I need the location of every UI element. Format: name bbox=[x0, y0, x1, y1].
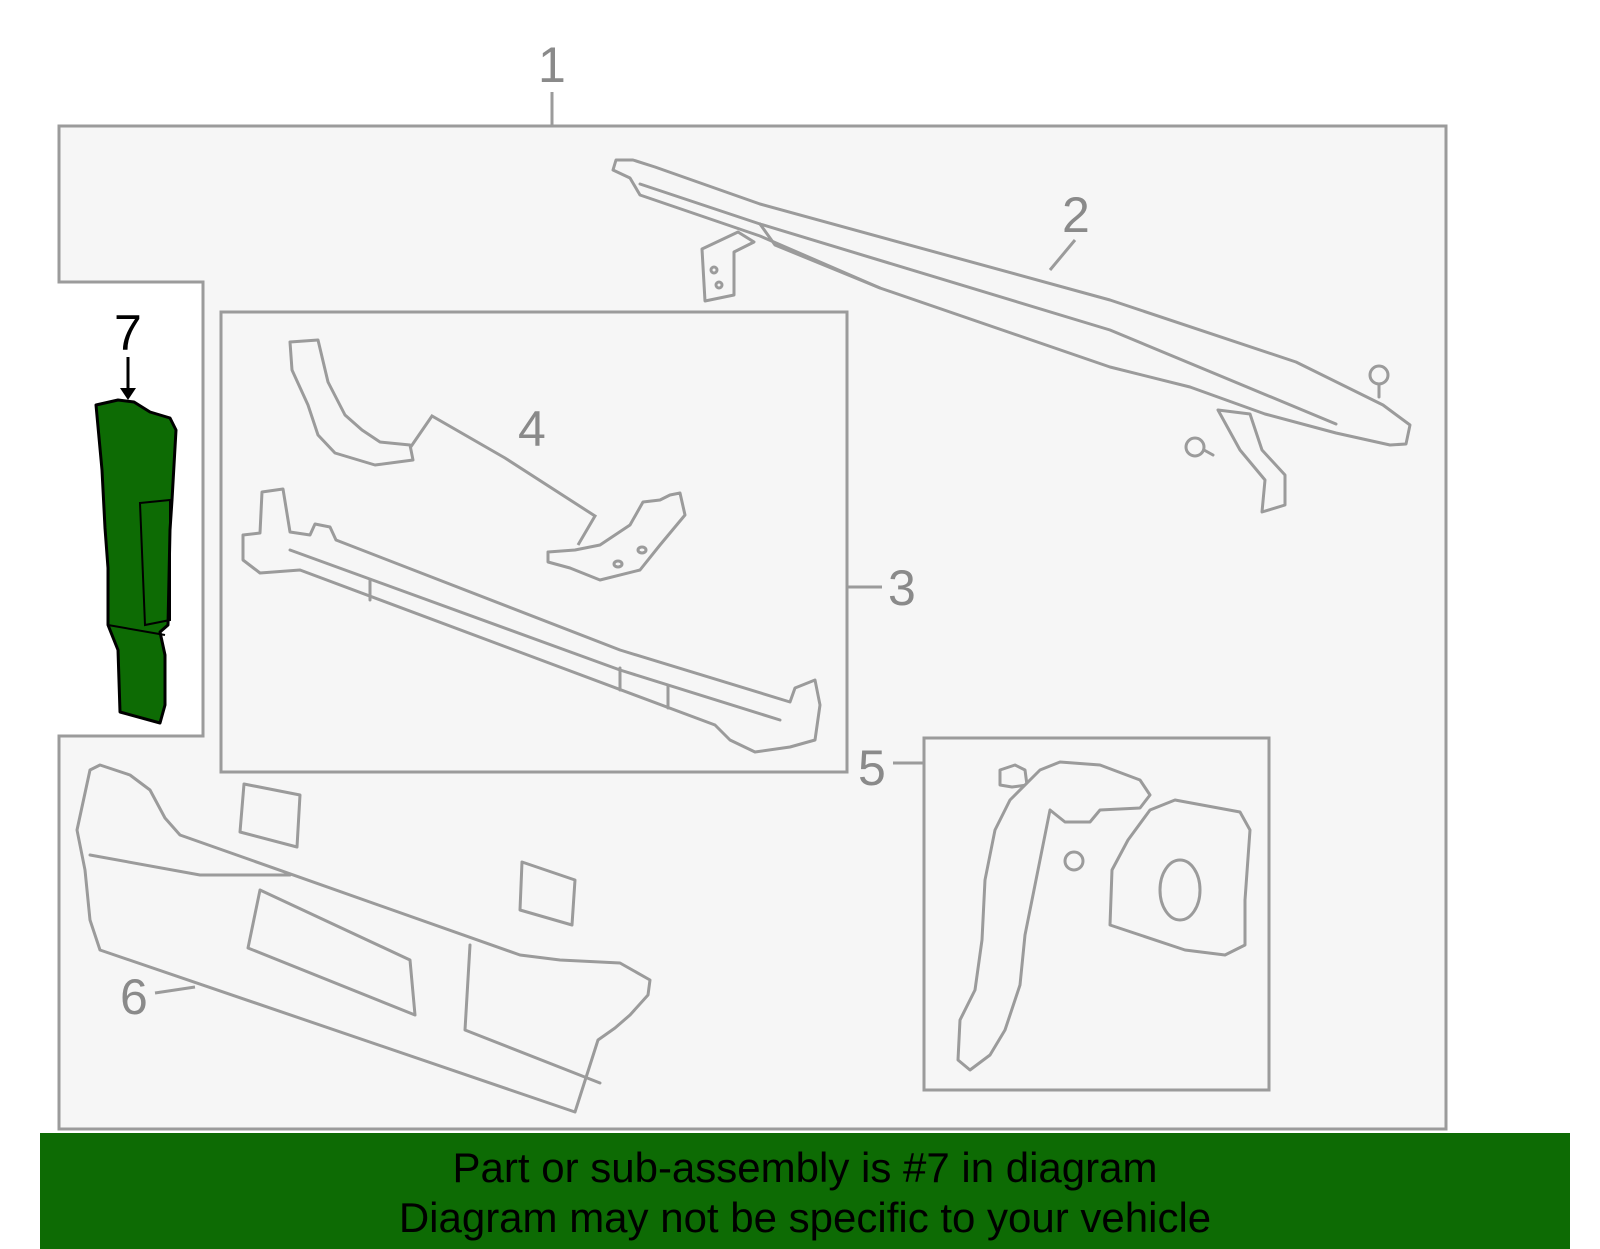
part-4-brackets bbox=[288, 338, 687, 582]
part-3-lower-tie-bar bbox=[241, 487, 822, 754]
leader-2 bbox=[1048, 239, 1077, 271]
banner-line-2: Diagram may not be specific to your vehi… bbox=[398, 1194, 1212, 1241]
leader-4 bbox=[408, 414, 598, 546]
arrowhead-7 bbox=[120, 388, 136, 400]
callout-1: 1 bbox=[538, 37, 566, 93]
part-2-upper-tie-bar bbox=[611, 158, 1412, 514]
leader-6 bbox=[154, 985, 196, 995]
info-banner: Part or sub-assembly is #7 in diagram Di… bbox=[40, 1133, 1570, 1249]
callout-2: 2 bbox=[1062, 187, 1090, 243]
callout-5: 5 bbox=[858, 740, 886, 796]
callout-3: 3 bbox=[888, 560, 916, 616]
part-6-lower-panel bbox=[75, 763, 652, 1114]
callout-6: 6 bbox=[120, 969, 148, 1025]
part-7-highlighted bbox=[94, 398, 178, 725]
part-7-shape bbox=[94, 398, 178, 725]
callout-7: 7 bbox=[114, 305, 142, 361]
banner-line-1: Part or sub-assembly is #7 in diagram bbox=[452, 1144, 1158, 1191]
part-5-brackets bbox=[956, 760, 1252, 1072]
callout-4: 4 bbox=[518, 401, 546, 457]
